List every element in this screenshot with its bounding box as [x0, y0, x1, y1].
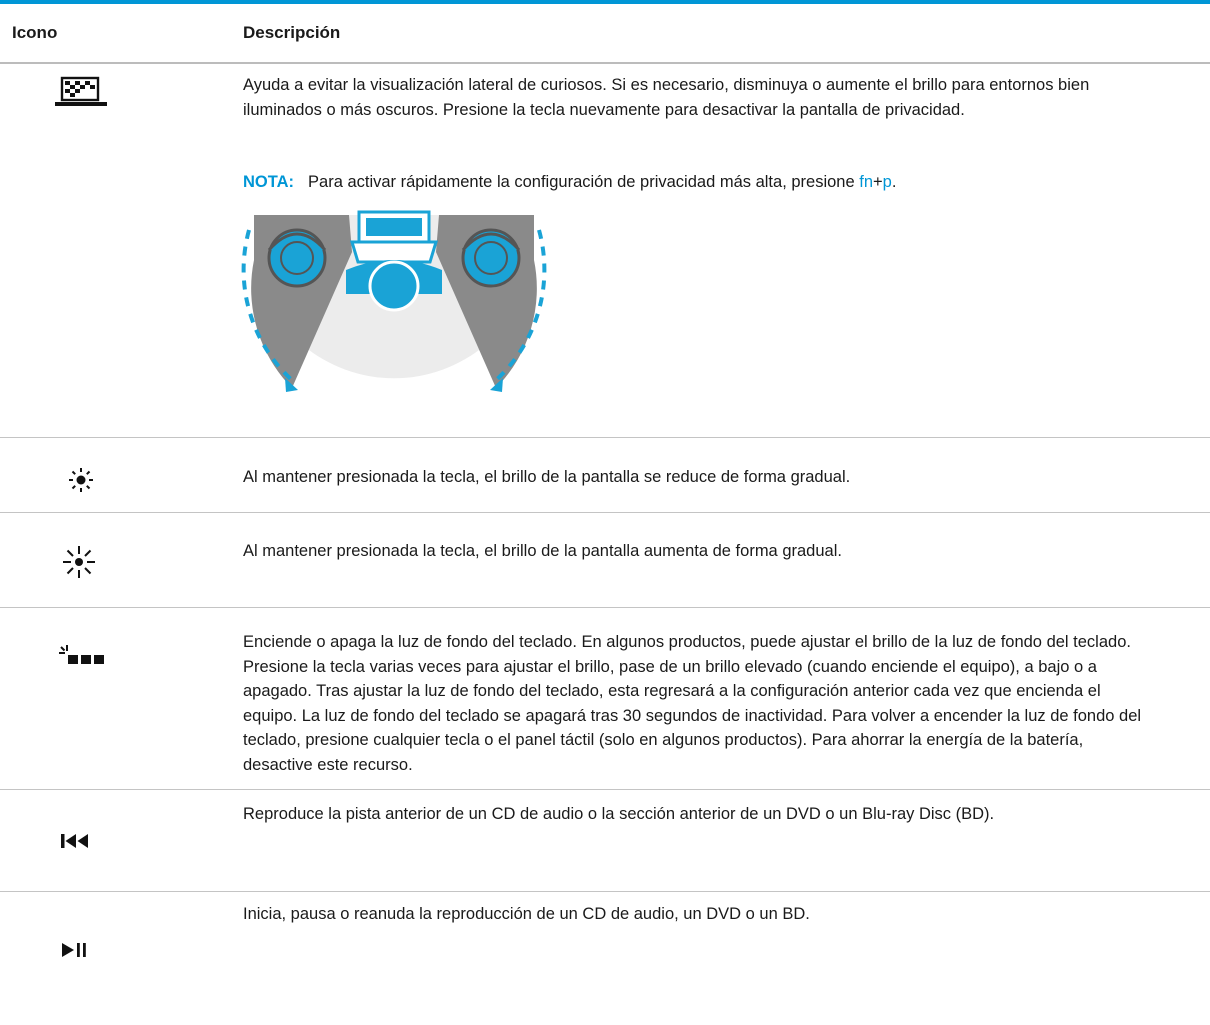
table-row: Al mantener presionada la tecla, el bril…: [0, 512, 1210, 608]
privacy-view-illustration: [234, 210, 554, 436]
table-row: Reproduce la pista anterior de un CD de …: [0, 789, 1210, 892]
header-description-column: Descripción: [243, 23, 341, 42]
plus-sign: +: [873, 173, 883, 191]
note-text: Para activar rápidamente la configuració…: [308, 173, 860, 191]
note-end: .: [891, 173, 897, 191]
table-header: Icono Descripción: [0, 4, 1210, 64]
table-row: Enciende o apaga la luz de fondo del tec…: [0, 607, 1210, 790]
header-icon-column: Icono: [12, 23, 58, 42]
table-row: Ayuda a evitar la visualización lateral …: [0, 63, 1210, 438]
description-text: Al mantener presionada la tecla, el bril…: [243, 468, 851, 486]
table-row: Inicia, pausa o reanuda la reproducción …: [0, 891, 1210, 1025]
description-text: Ayuda a evitar la visualización lateral …: [243, 76, 1090, 119]
note-label: NOTA:: [243, 173, 295, 191]
key-p-link[interactable]: p: [882, 173, 892, 191]
description-text: Al mantener presionada la tecla, el bril…: [243, 542, 842, 560]
top-rule: [0, 0, 1210, 4]
table-row: Al mantener presionada la tecla, el bril…: [0, 437, 1210, 513]
description-text: Enciende o apaga la luz de fondo del tec…: [243, 633, 1142, 774]
description-text: Reproduce la pista anterior de un CD de …: [243, 805, 995, 823]
description-text: Inicia, pausa o reanuda la reproducción …: [243, 905, 810, 923]
note: NOTA: Para activar rápidamente la configu…: [243, 170, 896, 194]
key-fn-link[interactable]: fn: [859, 173, 874, 191]
